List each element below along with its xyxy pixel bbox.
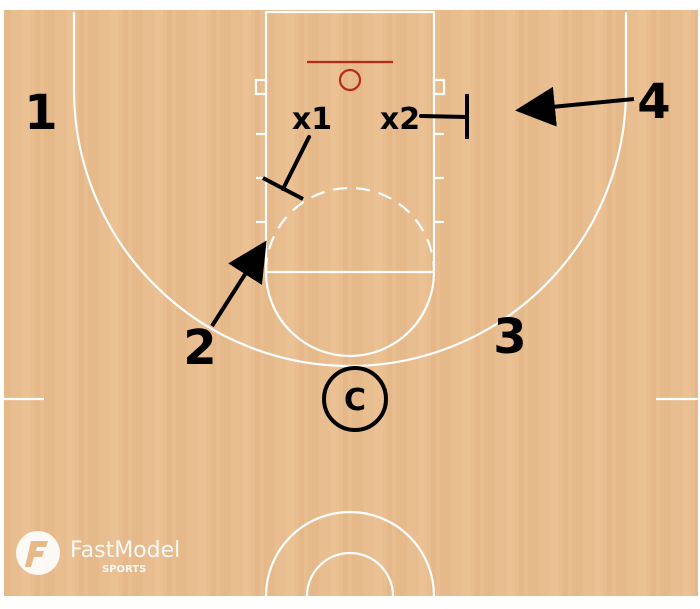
lane-block-left xyxy=(254,78,268,96)
cut-arrow-2 xyxy=(210,240,267,328)
court-floor xyxy=(4,10,698,596)
player-1: 1 xyxy=(24,85,57,141)
court-lines xyxy=(4,10,698,597)
player-3: 3 xyxy=(493,309,526,365)
defender-x2: x2 xyxy=(380,102,420,137)
coach-circle xyxy=(322,366,388,432)
rim xyxy=(338,68,362,92)
lane xyxy=(264,10,436,274)
center-circle-inner xyxy=(305,551,395,597)
brand-text: FastModel xyxy=(70,538,180,563)
brand-subtext: SPORTS xyxy=(102,564,146,575)
screen-line-x2 xyxy=(419,114,469,119)
coach-label: C xyxy=(344,383,366,418)
actions xyxy=(210,86,635,328)
free-throw-circle-bottom xyxy=(264,271,436,358)
fastmodel-logo: FastModel SPORTS xyxy=(16,531,180,575)
player-2: 2 xyxy=(183,320,216,376)
center-circle-outer xyxy=(264,510,436,597)
defender-x1: x1 xyxy=(292,102,332,137)
lane-block-right xyxy=(432,78,446,96)
player-4: 4 xyxy=(637,74,670,130)
three-point-arc xyxy=(72,12,628,368)
pass-arrow-4 xyxy=(515,86,635,127)
screen-line-x1 xyxy=(281,135,311,191)
screen-bar-x1 xyxy=(262,176,304,201)
